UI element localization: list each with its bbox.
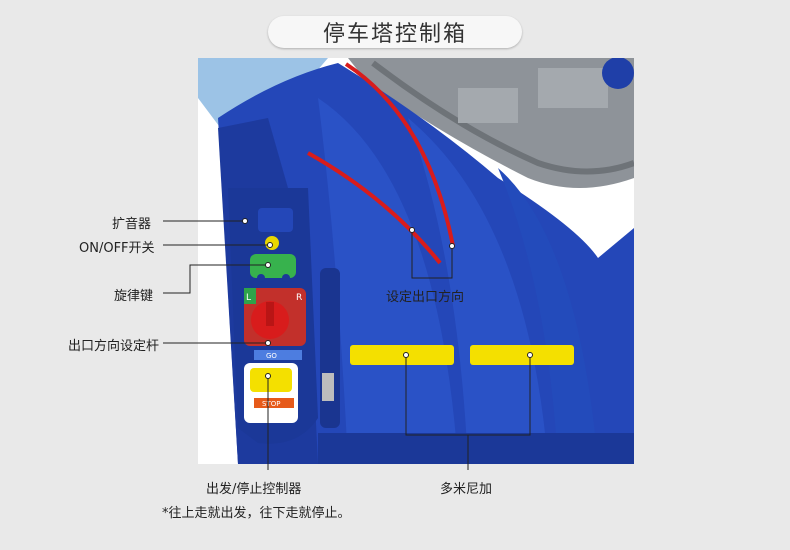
label-damper: 多米尼加 [440,482,493,497]
label-melody-key: 旋律键 [114,289,154,304]
stop-text: STOP [262,400,280,408]
go-text: GO [266,352,277,360]
label-start-stop: 出发/停止控制器 [206,482,302,497]
label-exit-direction-lever: 出口方向设定杆 [68,339,160,354]
usage-note: *往上走就出发，往下走就停止。 [162,506,351,521]
lever-right-letter: R [296,293,302,303]
label-speaker: 扩音器 [112,217,152,232]
label-exit-direction: 设定出口方向 [386,290,465,305]
lever-left-letter: L [246,293,251,303]
page-title: 停车塔控制箱 [268,16,522,48]
label-power-switch: ON/OFF开关 [79,241,155,256]
